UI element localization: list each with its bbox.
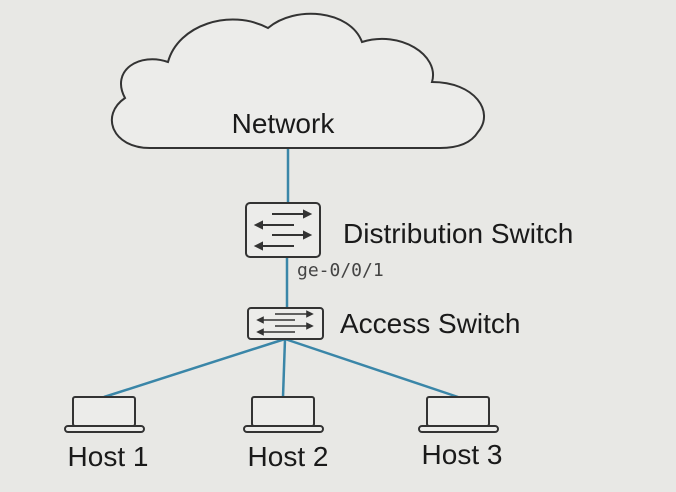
link-access-host3 bbox=[284, 337, 459, 399]
host-1-laptop-icon bbox=[64, 396, 145, 433]
distribution-switch-icon bbox=[245, 202, 321, 258]
access-switch-icon bbox=[247, 307, 324, 340]
host-3-laptop-icon bbox=[418, 396, 499, 433]
host-2-laptop-icon bbox=[243, 396, 324, 433]
host-3-label: Host 3 bbox=[422, 439, 503, 470]
port-label: ge-0/0/1 bbox=[297, 260, 384, 281]
access-switch-label: Access Switch bbox=[340, 308, 521, 339]
host-1-label: Host 1 bbox=[68, 441, 149, 472]
distribution-switch-label: Distribution Switch bbox=[343, 218, 573, 249]
link-access-host1 bbox=[103, 337, 286, 399]
network-label: Network bbox=[232, 108, 336, 139]
cloud-icon bbox=[110, 12, 485, 149]
link-access-host2 bbox=[281, 338, 287, 398]
host-2-label: Host 2 bbox=[248, 441, 329, 472]
